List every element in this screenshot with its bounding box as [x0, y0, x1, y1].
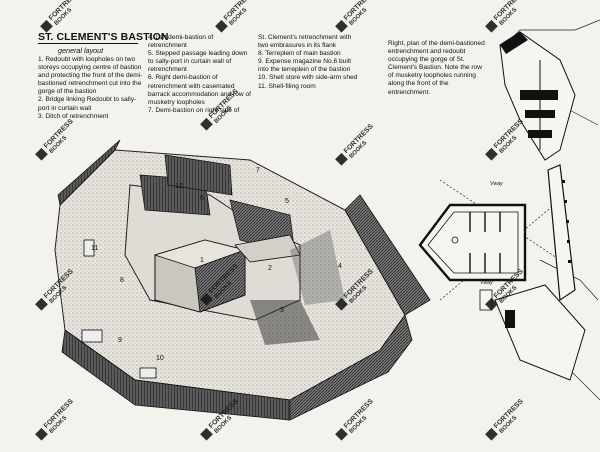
drawing-number: 9	[118, 337, 122, 344]
plan-curtain-wall	[547, 164, 576, 302]
ditch-shadows	[250, 230, 345, 345]
legend-item: 3. Ditch of retrenchment	[38, 112, 109, 120]
page-title: ST. CLEMENT'S BASTION	[38, 31, 169, 43]
legend-column-right: St. Clement's retrenchment with two embr…	[258, 34, 363, 91]
legend-item: 6. Right demi-bastion of retrenchment wi…	[148, 74, 251, 106]
plan-caption: Right, plan of the demi-bastioned entren…	[388, 40, 485, 96]
legend-item: 11. Shell-filing room	[258, 82, 316, 90]
legend-item: 8. Terreplein of main bastion	[258, 50, 341, 58]
drawing-number: 2	[268, 265, 272, 272]
legend-item: 2. Bridge linking Redoubt to sally-port …	[38, 96, 137, 112]
expense-magazine	[81, 329, 103, 343]
scarp-walls	[57, 139, 431, 421]
legend-item: 10. Shell store with side-arm shed	[258, 74, 358, 82]
plan-upper-building	[499, 31, 576, 161]
drawing-number: 4	[338, 263, 342, 270]
drawing-number: 7	[256, 167, 260, 174]
drawing-number: 11	[91, 245, 98, 252]
legend-column-left: 1. Redoubt with loopholes on two storeys…	[38, 56, 143, 121]
drawing-number: 6	[200, 195, 204, 202]
drawing-number: 3	[280, 307, 284, 314]
legend-item: 7. Demi-bastion on right side of	[148, 106, 240, 114]
drawing-number: 1	[200, 257, 204, 264]
drawing-number: 5	[285, 198, 289, 205]
drawing-number: 12	[175, 183, 183, 190]
legend-item: 1. Redoubt with loopholes on two storeys…	[38, 56, 143, 96]
drawing-number: 8	[120, 277, 124, 284]
small-buildings	[81, 239, 157, 379]
shell-filing-room	[83, 239, 95, 257]
title-underline	[38, 43, 138, 44]
plan-label-bottom: Vway	[480, 280, 493, 286]
drawing-number: 10	[156, 355, 164, 362]
legend-item: 4. Left demi-bastion of retrenchment	[148, 34, 214, 50]
legend-item: St. Clement's retrenchment with two embr…	[258, 34, 352, 50]
plan-label-top: Vway	[490, 181, 503, 187]
plan-lower-building	[479, 284, 586, 381]
shell-store	[139, 367, 157, 379]
legend-item: 9. Expense magazine No.6 built into the …	[258, 58, 352, 74]
drawing-number-labels: 1 2 3 4 5 6 7 8 9 10 11 12	[91, 167, 342, 362]
legend-column-middle: 4. Left demi-bastion of retrenchment 5. …	[148, 34, 251, 115]
plan-redoubt	[418, 203, 527, 282]
legend-item: 5. Stepped passage leading down to sally…	[148, 50, 248, 74]
page-subtitle: general layout	[58, 46, 104, 55]
